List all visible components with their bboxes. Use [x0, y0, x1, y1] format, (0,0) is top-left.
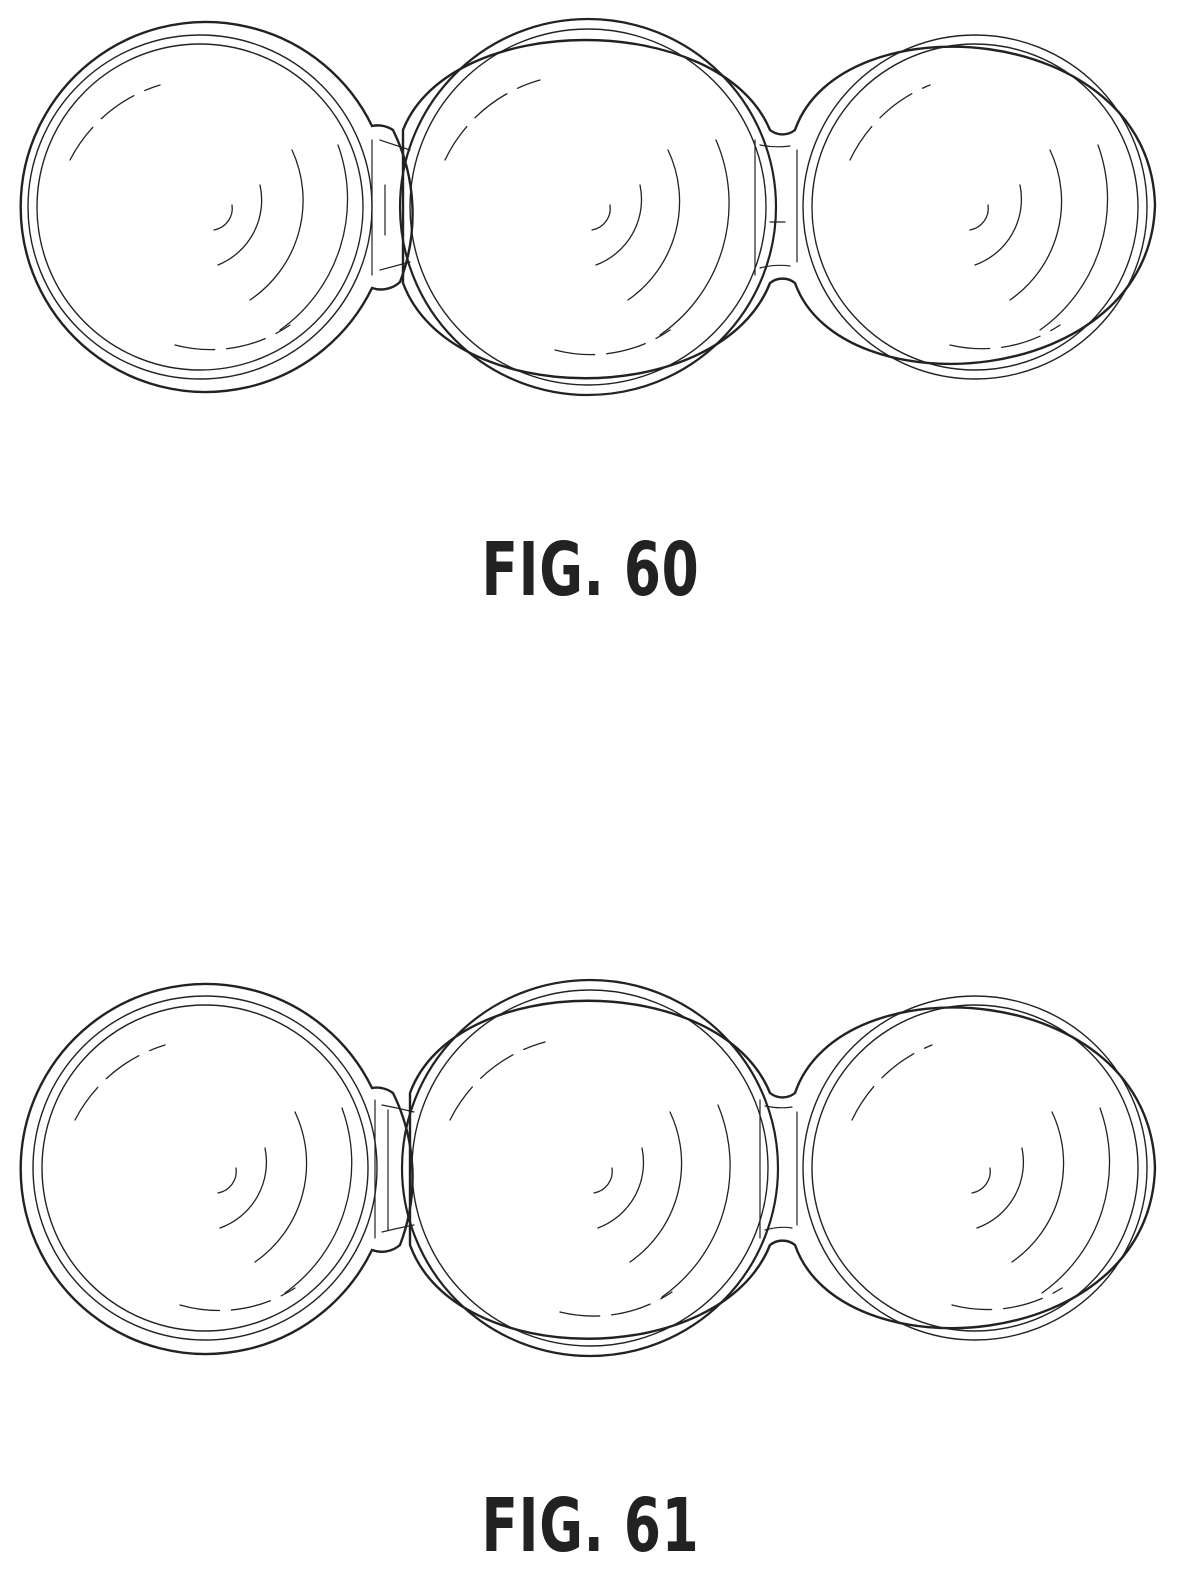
- tray-outline: [403, 40, 1155, 378]
- figure-label-61: FIG. 61: [165, 1489, 1015, 1563]
- bowl-rim: [37, 44, 363, 370]
- bowl-rim: [410, 29, 766, 385]
- figure-60-tray: [21, 19, 1155, 395]
- tray-outline: [21, 22, 413, 392]
- tray-outline: [21, 984, 413, 1354]
- waist-detail: [375, 1100, 797, 1238]
- figure-label-60: FIG. 60: [165, 533, 1015, 607]
- tray-outline: [410, 1001, 1155, 1339]
- bowl-rim: [803, 35, 1147, 379]
- waist-detail: [372, 140, 797, 275]
- figure-61-tray: [21, 980, 1155, 1356]
- bowl-rim: [28, 35, 372, 379]
- bowl-rim: [400, 19, 776, 395]
- bowl-rim: [812, 44, 1138, 370]
